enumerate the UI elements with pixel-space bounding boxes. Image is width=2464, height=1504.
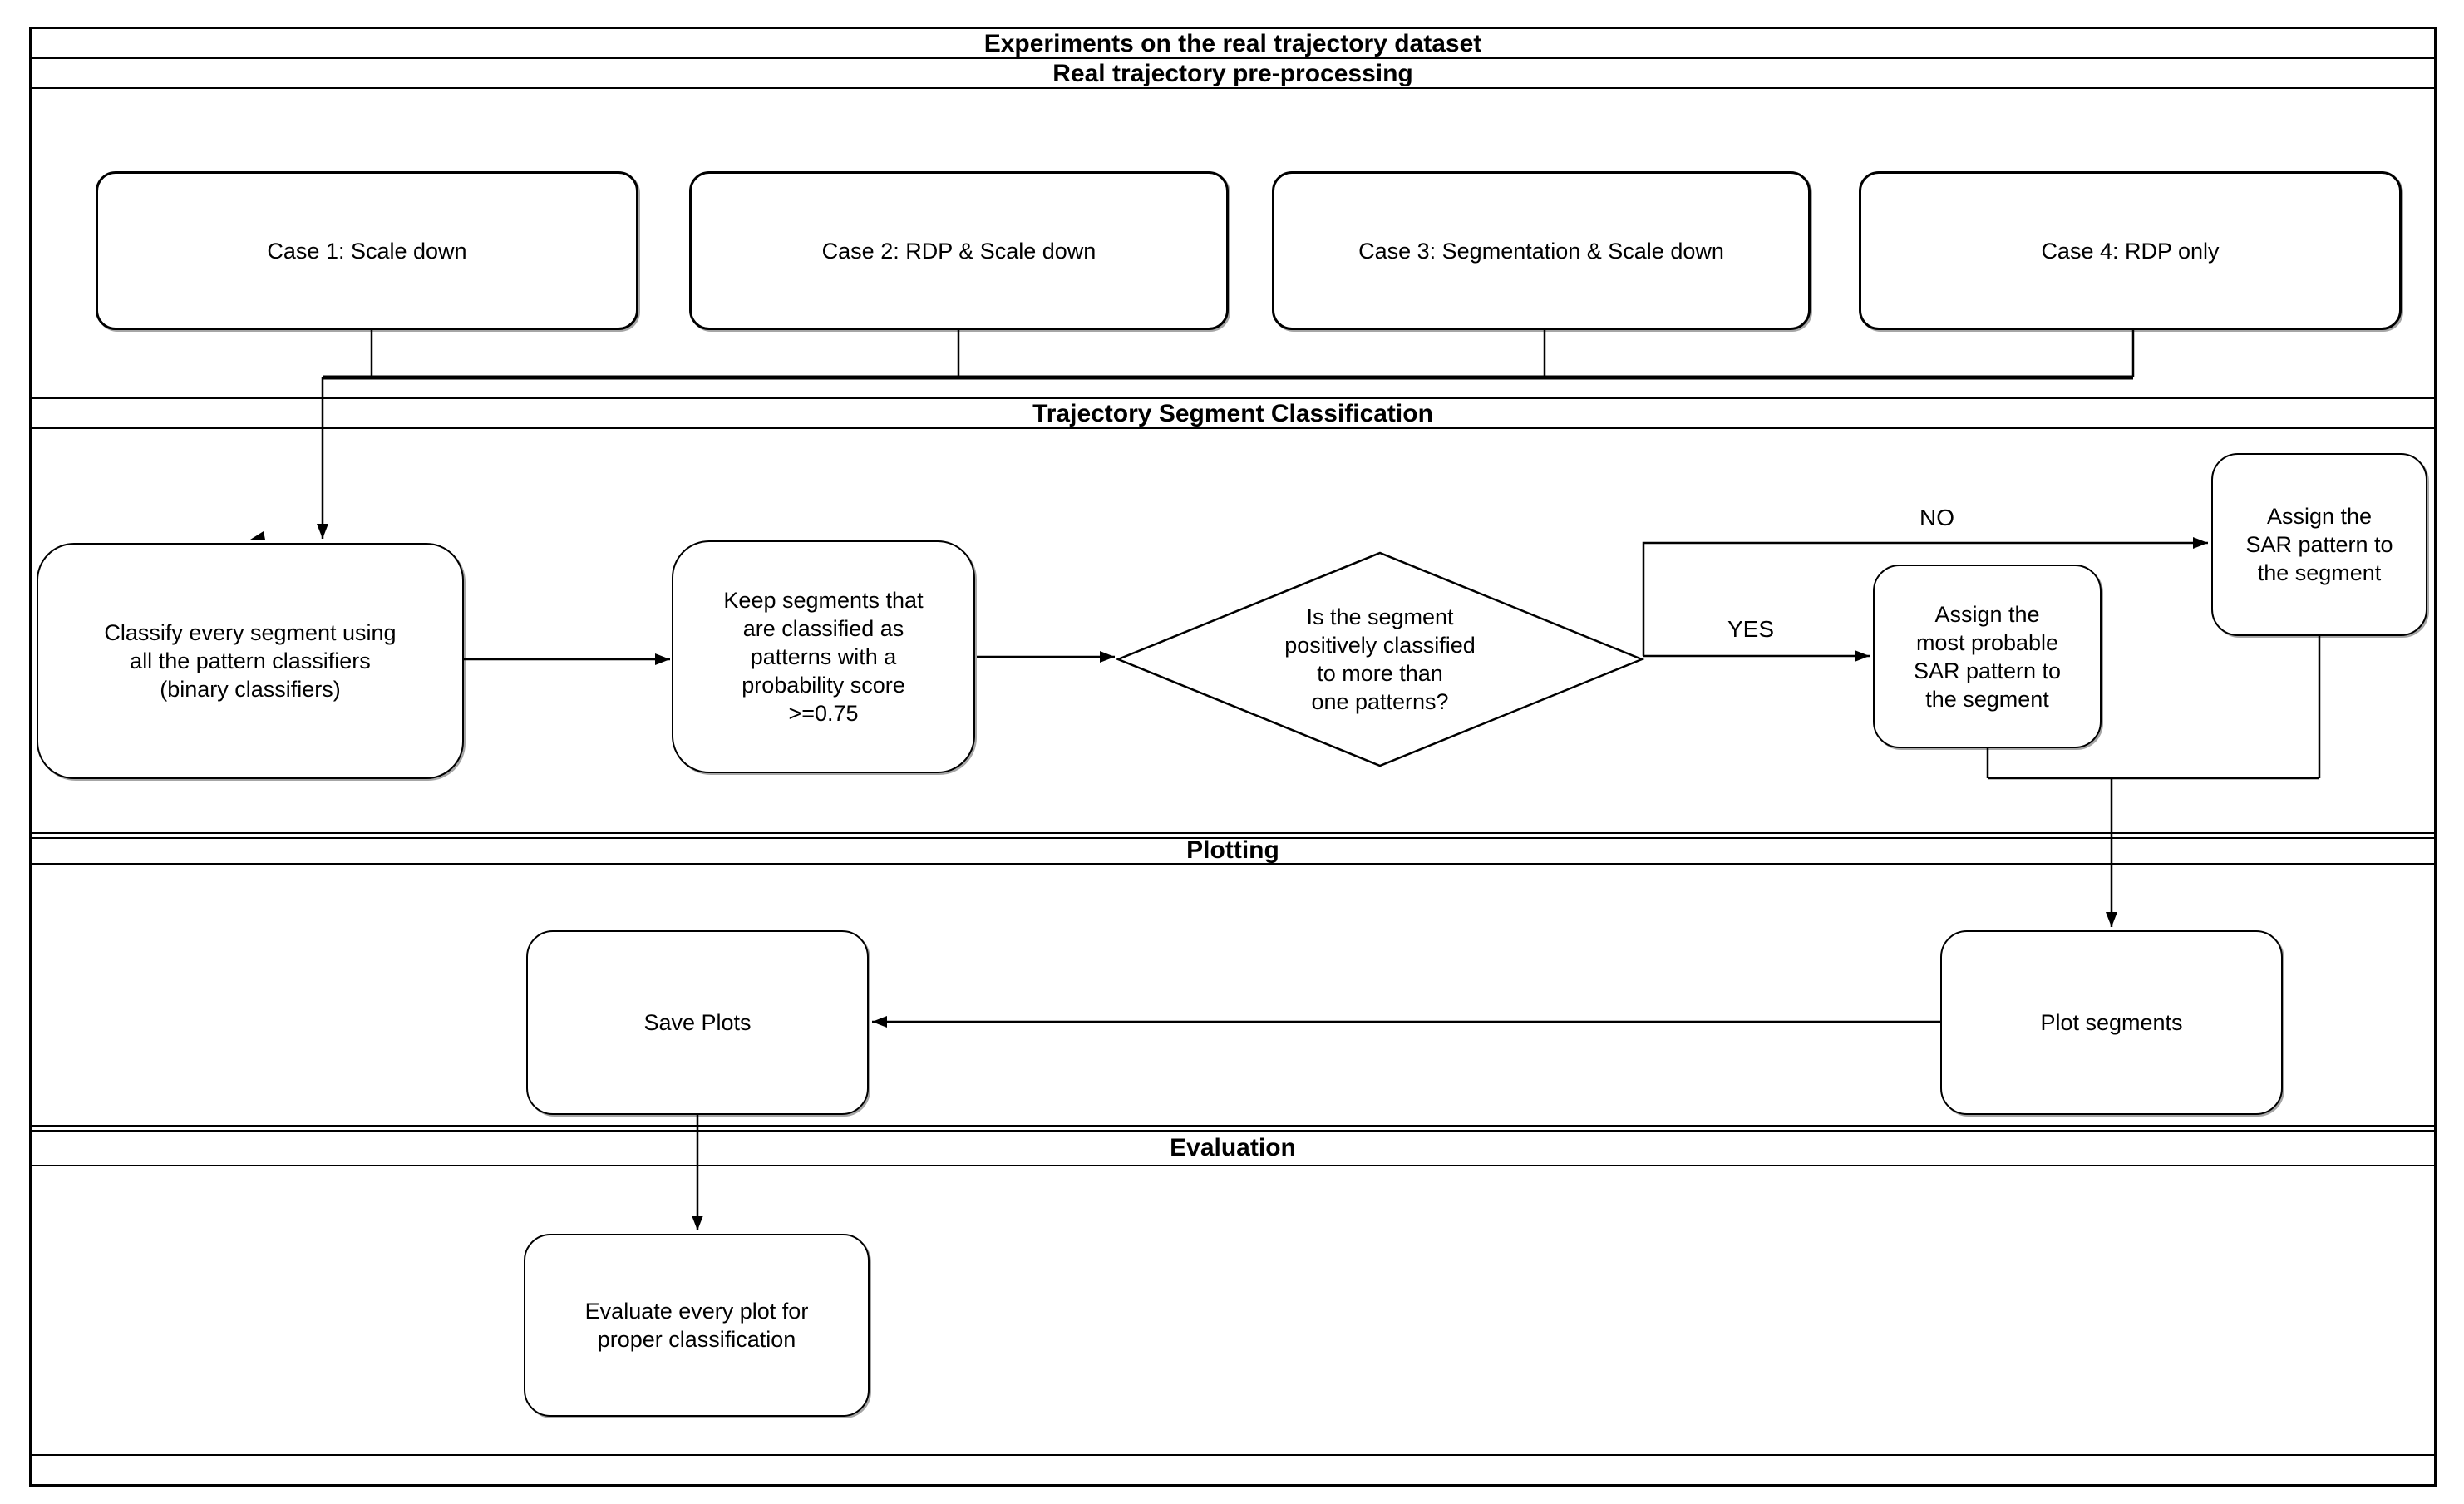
- evaluation-title: Evaluation: [1170, 1134, 1296, 1161]
- node-assign-most-probable: Assign the most probable SAR pattern to …: [1873, 565, 2102, 748]
- node-assign-sar-label: Assign the SAR pattern to the segment: [2245, 504, 2393, 585]
- node-case3: Case 3: Segmentation & Scale down: [1272, 171, 1811, 330]
- separator-plotting-band-top-outer: [29, 832, 2437, 834]
- classification-title: Trajectory Segment Classification: [1032, 400, 1433, 427]
- separator-bottom-strip: [29, 1454, 2437, 1456]
- node-plot-segments: Plot segments: [1940, 930, 2283, 1115]
- separator-evaluation-band-top-outer: [29, 1125, 2437, 1127]
- separator-below-preprocessing-title: [29, 87, 2437, 89]
- node-save-plots-label: Save Plots: [643, 1010, 752, 1035]
- preprocessing-title: Real trajectory pre-processing: [1052, 60, 1413, 87]
- node-classify: Classify every segment using all the pat…: [37, 543, 464, 779]
- node-assign-most-probable-label: Assign the most probable SAR pattern to …: [1913, 601, 2062, 712]
- separator-classification-band-bottom: [29, 427, 2437, 429]
- node-keep: Keep segments that are classified as pat…: [672, 540, 975, 773]
- separator-plotting-band-bottom: [29, 863, 2437, 865]
- node-evaluate: Evaluate every plot for proper classific…: [524, 1234, 870, 1417]
- node-save-plots: Save Plots: [526, 930, 869, 1115]
- separator-plotting-band-top-inner: [29, 837, 2437, 839]
- node-case2: Case 2: RDP & Scale down: [689, 171, 1229, 330]
- plotting-title: Plotting: [1186, 836, 1279, 864]
- separator-classification-band-top: [29, 397, 2437, 399]
- node-classify-label: Classify every segment using all the pat…: [104, 620, 397, 702]
- separator-evaluation-band-bottom: [29, 1165, 2437, 1166]
- node-plot-segments-label: Plot segments: [2040, 1010, 2183, 1035]
- node-case2-label: Case 2: RDP & Scale down: [821, 238, 1096, 264]
- separator-evaluation-band-top-inner: [29, 1130, 2437, 1132]
- node-case1-label: Case 1: Scale down: [267, 238, 467, 264]
- node-assign-sar: Assign the SAR pattern to the segment: [2211, 453, 2427, 636]
- node-case1: Case 1: Scale down: [96, 171, 638, 330]
- node-case4: Case 4: RDP only: [1859, 171, 2402, 330]
- node-evaluate-label: Evaluate every plot for proper classific…: [584, 1299, 809, 1352]
- separator-below-main-title: [29, 57, 2437, 59]
- edge-label-yes: YES: [1727, 616, 1775, 642]
- node-decision-label: Is the segment positively classified to …: [1284, 604, 1476, 714]
- node-case4-label: Case 4: RDP only: [2041, 238, 2220, 264]
- main-title: Experiments on the real trajectory datas…: [983, 30, 1482, 57]
- node-keep-label: Keep segments that are classified as pat…: [723, 588, 924, 726]
- edge-label-no: NO: [1919, 505, 1954, 530]
- node-case3-label: Case 3: Segmentation & Scale down: [1358, 238, 1724, 264]
